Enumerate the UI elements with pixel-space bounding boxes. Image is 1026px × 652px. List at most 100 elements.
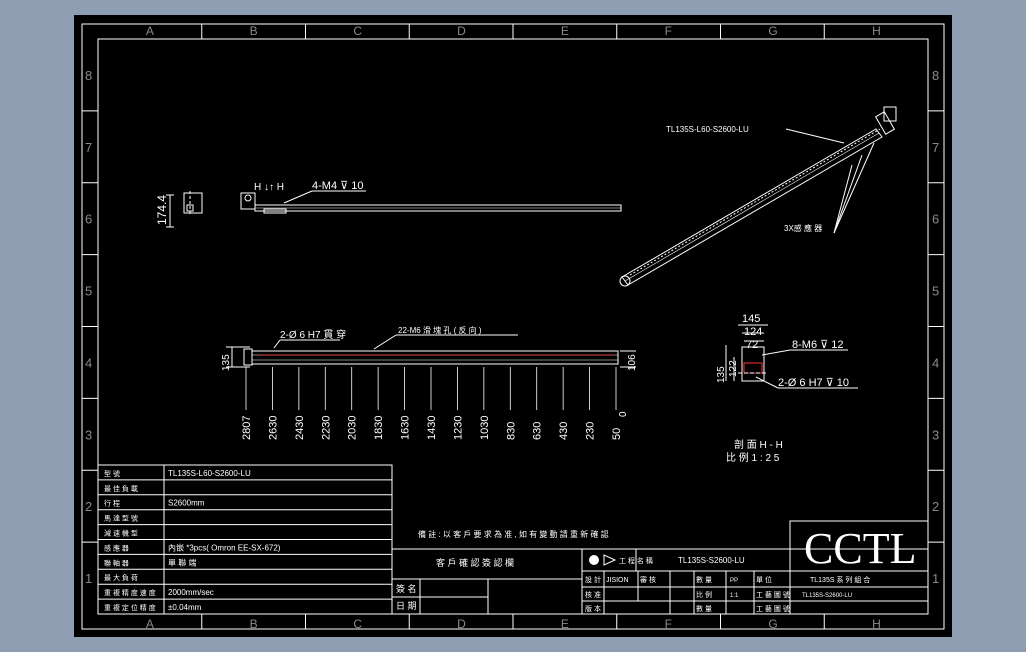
grid-row-1-right: 1 [932,571,939,586]
position-label: 430 [558,422,570,440]
spec-table: 型 號 TL135S-L60-S2600-LU 最 佳 負 載行 程 S2600mm 馬… [97,464,393,615]
grid-col-e-bottom: E [561,617,569,631]
section-dim-mid: 124 [744,326,762,338]
spec-label: 最 大 負 荷 [104,573,138,582]
grid-row-7-left: 7 [85,140,92,155]
grid-col-f-bottom: F [665,617,672,631]
section-dim-inner: 72 [746,339,758,351]
section-dim-top: 145 [742,313,760,325]
front-slot-callout: 22-M6 滑 塊 孔 ( 反 向 ) [398,325,482,335]
grid-row-4-right: 4 [932,355,939,370]
side-h-marks: H ↓↑ H [254,182,284,193]
grid-col-a-bottom: A [146,617,154,631]
unit-label: 單 位 [756,575,772,584]
spec-value: ±0.04mm [168,603,202,612]
spec-label: 型 號 [104,469,120,478]
side-hole-callout: 4-M4 ⊽ 10 [312,180,363,192]
date-label: 日 期 [396,601,417,611]
position-label: 2807 [241,416,253,440]
iso-sensor-label: 3X感 應 器 [784,223,822,233]
grid-col-b-bottom: B [250,617,258,631]
note-text: 備 註 : 以 客 戶 要 求 為 准 , 如 有 變 動 請 重 新 確 認 [418,529,609,539]
revision-label: 版 本 [585,604,601,613]
section-dim-left-b: 122 [728,360,739,377]
title-block-text: 備 註 : 以 客 戶 要 求 為 准 , 如 有 變 動 請 重 新 確 認 … [396,524,916,613]
grid-row-6-left: 6 [85,212,92,227]
spec-value: TL135S-L60-S2600-LU [168,469,251,478]
section-scale: 比 例 1 : 2 5 [726,451,780,464]
spec-label: 最 佳 負 載 [104,484,138,493]
grid-row-2-left: 2 [85,499,92,514]
grid-col-f-top: F [665,24,672,38]
section-title: 剖 面 H - H [734,438,783,451]
grid-col-g-bottom: G [768,617,777,631]
count-label-2: 數 量 [696,604,712,613]
section-thread-callout: 8-M6 ⊽ 12 [792,339,843,351]
spec-label: 聯 軸 器 [104,558,129,567]
spec-label: 感 應 器 [104,543,129,552]
spec-value: S2600mm [168,499,205,508]
front-view: 135 106 2-Ø 6 H7 貫 穿 22-M6 滑 塊 孔 ( 反 向 )… [221,325,638,440]
position-label: 230 [585,422,597,440]
design-label: 設 計 [585,575,601,584]
spec-label: 重 複 定 位 精 度 [104,603,156,612]
spec-label: 馬 達 型 號 [104,514,138,523]
spec-value: 內嵌 *3pcs( Omron EE-SX-672) [168,543,281,552]
check-label: 審 核 [640,575,656,584]
scale-value: 1:1 [730,593,739,599]
grid-row-1-left: 1 [85,571,92,586]
position-label: 2430 [294,416,306,440]
scale-label: 比 例 [696,590,712,599]
process-label: 工 藝 圖 號 [756,590,790,599]
grid-row-6-right: 6 [932,212,939,227]
drawing-no: TL135S-S2600-LU [802,593,852,599]
grid-row-4-left: 4 [85,355,92,370]
grid-col-b-top: B [250,24,258,38]
grid-row-8-left: 8 [85,68,92,83]
grid-col-c-top: C [353,24,362,38]
designer: JISION [606,577,629,584]
section-pin-callout: 2-Ø 6 H7 ⊽ 10 [778,377,849,389]
side-height-dim: 174.4 [155,195,169,225]
grid-row-5-left: 5 [85,284,92,299]
sign-label: 簽 名 [396,583,417,594]
front-right-dim: 106 [627,354,638,371]
position-label: 630 [532,422,544,440]
grid-col-a-top: A [146,24,154,38]
spec-label: 減 速 機 型 [104,529,138,538]
grid-col-c-bottom: C [353,617,362,631]
title-block [391,520,929,615]
spec-label: 行 程 [104,499,120,508]
front-pin-callout: 2-Ø 6 H7 貫 穿 [280,328,346,341]
count-label: 數 量 [696,575,712,584]
grid-row-5-right: 5 [932,284,939,299]
position-label: 2030 [347,416,359,440]
isometric-view: TL135S-L60-S2600-LU 3X感 應 器 [619,106,897,287]
grid-col-d-bottom: D [457,617,466,631]
iso-part-label: TL135S-L60-S2600-LU [666,125,749,134]
customer-confirm: 客 戶 確 認 簽 認 欄 [436,557,514,568]
position-label: 1430 [426,416,438,440]
position-label: 1830 [373,416,385,440]
proj-label: 工 程 名 稱 [619,556,653,565]
position-label: 1030 [479,416,491,440]
position-label: 830 [505,422,517,440]
side-view: 174.4 H ↓↑ H 4-M4 ⊽ 10 [155,180,622,228]
spec-label: 重 複 精 度 速 度 [104,588,156,597]
spec-value: 單 聯 端 [168,557,196,567]
position-label: 2630 [267,416,279,440]
grid-col-e-top: E [561,24,569,38]
position-label: 2230 [320,416,332,440]
front-left-dim: 135 [221,354,232,371]
spec-value: 2000mm/sec [168,588,214,597]
grid-col-h-bottom: H [872,617,881,631]
approve-label: 核 准 [585,590,601,599]
grid-row-2-right: 2 [932,499,939,514]
pp-label: PP [730,578,738,584]
grid-col-d-top: D [457,24,466,38]
grid-row-7-right: 7 [932,140,939,155]
position-label: 1230 [452,416,464,440]
grid-row-8-right: 8 [932,68,939,83]
grid-row-3-left: 3 [85,427,92,442]
